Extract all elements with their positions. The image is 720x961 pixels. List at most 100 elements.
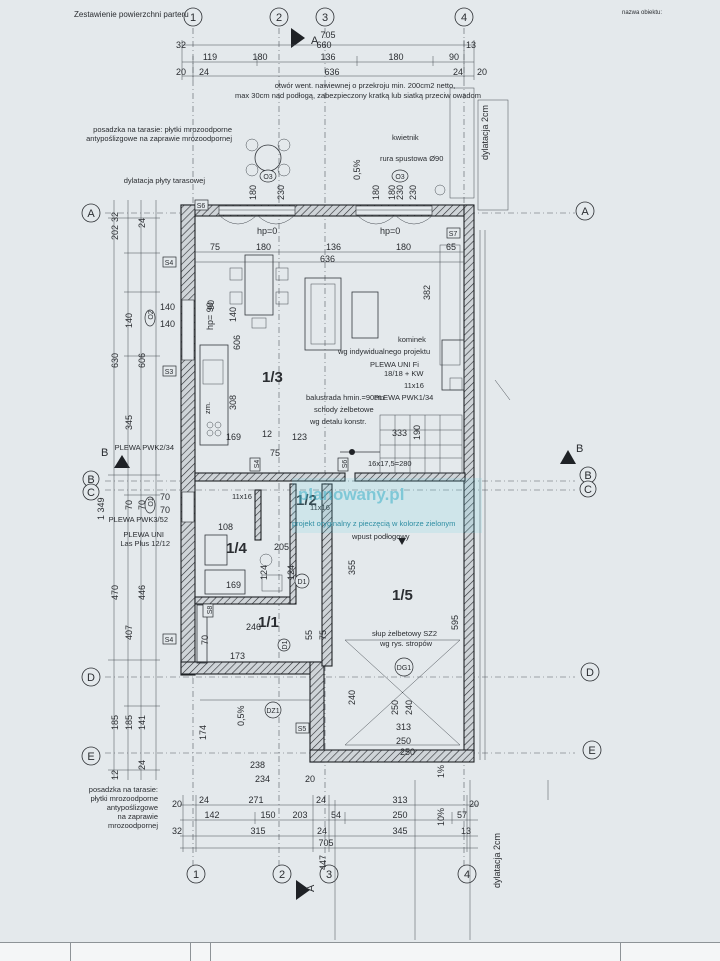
svg-text:S6: S6 (197, 203, 206, 210)
svg-text:24: 24 (316, 795, 326, 805)
svg-text:dylatacja płyty tarasowej: dylatacja płyty tarasowej (124, 176, 206, 185)
svg-text:wg rys. stropów: wg rys. stropów (379, 639, 433, 648)
svg-text:630: 630 (110, 353, 120, 368)
svg-text:180: 180 (388, 52, 403, 62)
svg-text:230: 230 (395, 185, 405, 200)
axis-bubble-2-bottom: 2 (272, 864, 292, 884)
svg-text:3: 3 (322, 12, 328, 24)
tag-s5: S5 (295, 722, 310, 734)
svg-text:240: 240 (347, 690, 357, 705)
svg-text:E: E (588, 745, 595, 757)
svg-text:antypoślizgowe na zaprawie mro: antypoślizgowe na zaprawie mrozoodpornej (86, 134, 232, 143)
svg-text:O3: O3 (263, 174, 272, 181)
svg-text:141: 141 (137, 715, 147, 730)
opening-tags: O3 O3 O2 O1 D1 DZ1 DG1 D1 S4 S3 S8 S4 S5… (144, 169, 461, 734)
tag-o3a: O3 (259, 169, 277, 183)
tag-s8: S8 (202, 603, 214, 618)
svg-text:PLEWA PWK1/34: PLEWA PWK1/34 (374, 393, 433, 402)
svg-text:hp=0: hp=0 (257, 226, 277, 236)
svg-text:470: 470 (110, 585, 120, 600)
svg-text:Las Plus 12/12: Las Plus 12/12 (120, 539, 170, 548)
tag-s4b: S4 (162, 633, 177, 645)
windows-top (218, 205, 433, 225)
svg-text:O2: O2 (148, 310, 155, 319)
tag-dg1: DG1 (394, 657, 414, 677)
svg-text:271: 271 (248, 795, 263, 805)
svg-text:240: 240 (404, 700, 414, 715)
room-label-1-1: 1/1 (258, 614, 279, 631)
svg-text:345: 345 (124, 415, 134, 430)
svg-text:345: 345 (392, 826, 407, 836)
svg-text:O3: O3 (395, 174, 404, 181)
svg-text:606: 606 (232, 335, 242, 350)
svg-text:D1: D1 (298, 579, 307, 586)
svg-text:57: 57 (457, 810, 467, 820)
svg-text:S5: S5 (298, 726, 307, 733)
svg-text:24: 24 (137, 760, 147, 770)
svg-text:schody żelbetowe: schody żelbetowe (314, 405, 374, 414)
svg-text:250: 250 (396, 736, 411, 746)
axis-bubble-2-top: 2 (269, 7, 289, 27)
svg-text:A: A (305, 884, 317, 892)
tag-s6: S6 (337, 457, 349, 472)
axis-bubble-D-left: D (81, 667, 101, 687)
svg-text:13: 13 (461, 826, 471, 836)
svg-text:18/18 + KW: 18/18 + KW (384, 369, 424, 378)
svg-text:S4: S4 (254, 460, 261, 469)
svg-text:dylatacja 2cm: dylatacja 2cm (480, 105, 490, 160)
svg-text:3: 3 (326, 869, 332, 881)
section-marker-b-right: B (560, 443, 583, 464)
svg-text:32: 32 (110, 212, 120, 222)
svg-text:S3: S3 (165, 369, 174, 376)
svg-text:382: 382 (422, 285, 432, 300)
svg-text:636: 636 (324, 67, 339, 77)
svg-text:posadzka na tarasie:: posadzka na tarasie: (89, 785, 158, 794)
svg-text:słup żelbetowy SZ2: słup żelbetowy SZ2 (372, 629, 437, 638)
svg-text:4: 4 (464, 869, 470, 881)
svg-text:54: 54 (331, 810, 341, 820)
svg-text:185: 185 (124, 715, 134, 730)
dimension-chain-top: 32 705 13 660 119 180 136 180 90 20 24 6… (176, 30, 487, 80)
room-label-1-2: 1/2 (296, 492, 317, 509)
svg-text:S7: S7 (449, 231, 458, 238)
svg-text:dylatacja 2cm: dylatacja 2cm (492, 833, 502, 888)
section-marker-a-bottom: A (296, 880, 317, 900)
svg-text:313: 313 (392, 795, 407, 805)
svg-text:24: 24 (199, 795, 209, 805)
axis-bubble-C-right: C (579, 480, 597, 498)
svg-text:250: 250 (392, 810, 407, 820)
svg-text:20: 20 (469, 799, 479, 809)
svg-text:150: 150 (260, 810, 275, 820)
svg-text:DG1: DG1 (397, 665, 412, 672)
interior-dimensions: 75 180 136 180 65 636 382 606 308 140 12… (195, 185, 464, 784)
svg-text:123: 123 (292, 432, 307, 442)
tag-s3: S3 (162, 365, 177, 377)
svg-text:202: 202 (110, 225, 120, 240)
svg-text:234: 234 (255, 774, 270, 784)
room-label-1-4: 1/4 (226, 540, 248, 557)
svg-text:180: 180 (256, 242, 271, 252)
tag-d1b: D1 (277, 638, 291, 652)
svg-text:24: 24 (453, 67, 463, 77)
svg-text:180: 180 (396, 242, 411, 252)
svg-text:planowany.pl: planowany.pl (298, 485, 404, 504)
svg-text:posadzka na tarasie: płytki mr: posadzka na tarasie: płytki mrozoodporne (93, 125, 232, 134)
axis-bubble-1-top: 1 (183, 7, 203, 27)
svg-text:1 349: 1 349 (96, 497, 106, 520)
tag-s7: S7 (446, 227, 461, 239)
svg-text:0,5%: 0,5% (352, 159, 362, 180)
svg-text:D: D (586, 667, 594, 679)
tag-dz1: DZ1 (264, 701, 282, 719)
svg-text:169: 169 (226, 580, 241, 590)
svg-text:20: 20 (172, 799, 182, 809)
svg-text:205: 205 (274, 542, 289, 552)
svg-text:55: 55 (304, 630, 314, 640)
svg-text:B: B (101, 447, 108, 459)
svg-text:124: 124 (286, 565, 296, 580)
svg-text:185: 185 (110, 715, 120, 730)
room-labels: 1/3 1/2 1/4 1/1 1/5 (226, 369, 413, 631)
svg-text:90: 90 (449, 52, 459, 62)
svg-text:308: 308 (228, 395, 238, 410)
table-cell (210, 943, 621, 961)
axis-bubble-3-bottom: 3 (319, 864, 339, 884)
